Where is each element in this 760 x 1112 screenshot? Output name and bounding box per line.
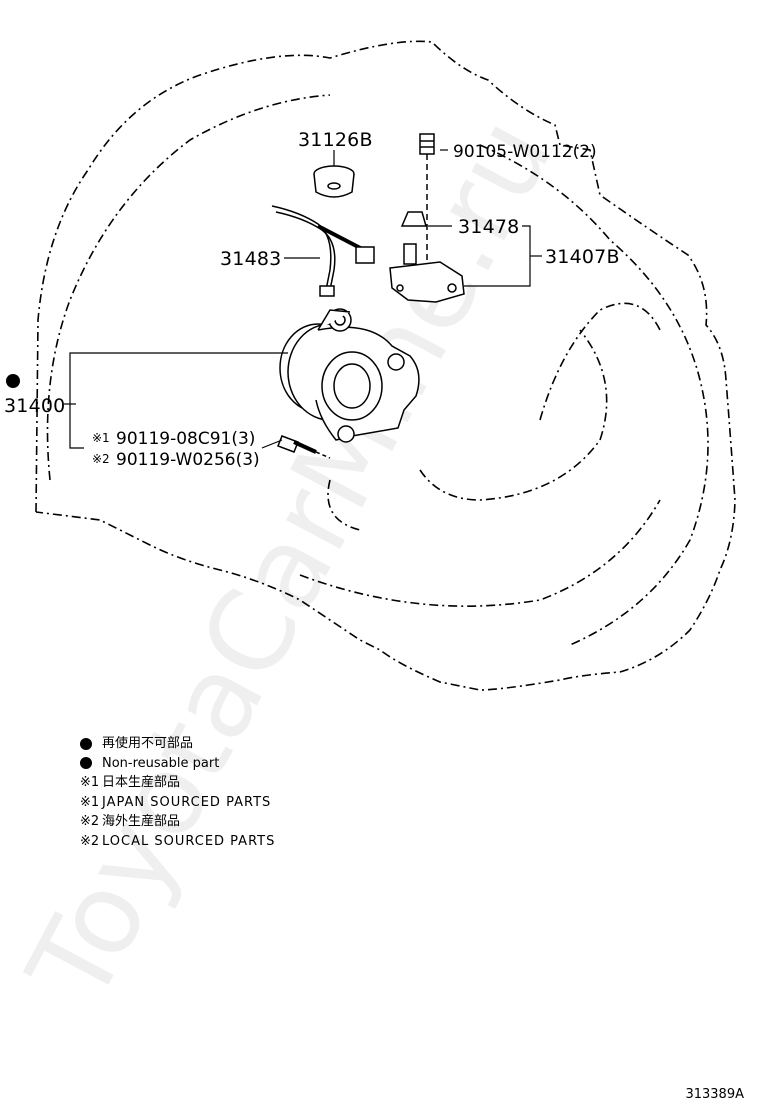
bleeder-cap-31478 <box>400 211 427 227</box>
clutch-hose-31483 <box>271 205 375 297</box>
grommet-31126b <box>313 165 355 198</box>
label-31126b: 31126B <box>298 129 373 151</box>
legend-row: ※2 海外生産部品 <box>80 812 275 832</box>
label-31478: 31478 <box>458 216 519 238</box>
label-31483: 31483 <box>220 248 281 270</box>
legend-row: ※2 LOCAL SOURCED PARTS <box>80 832 275 852</box>
legend-text: Non-reusable part <box>102 755 220 771</box>
legend-symbol: ※1 <box>80 775 100 790</box>
legend-symbol: ※2 <box>80 814 100 829</box>
tube-union-31407b <box>389 243 465 303</box>
label-90119-08c91: 90119-08C91(3) <box>116 429 255 449</box>
legend-symbol: ※1 <box>80 794 100 810</box>
label-90119-w0256: 90119-W0256(3) <box>116 450 260 470</box>
legend-text: 日本生産部品 <box>102 775 181 790</box>
legend-text: JAPAN SOURCED PARTS <box>102 794 272 810</box>
legend: 再使用不可部品 Non-reusable part ※1 日本生産部品 ※1 J… <box>80 734 275 851</box>
legend-row: Non-reusable part <box>80 754 275 774</box>
label-90105: 90105-W0112(2) <box>453 142 597 162</box>
mark-japan-sourced: ※1 <box>92 431 110 445</box>
non-reusable-dot-31400 <box>6 374 20 388</box>
release-cylinder-31400 <box>279 308 420 443</box>
bolt-90105 <box>419 133 435 262</box>
legend-text: 海外生産部品 <box>102 814 181 829</box>
bolt-90119 <box>277 435 331 459</box>
legend-symbol: ※2 <box>80 833 100 849</box>
non-reusable-dot-icon <box>80 757 92 769</box>
legend-row: 再使用不可部品 <box>80 734 275 754</box>
mark-local-sourced: ※2 <box>92 452 110 466</box>
legend-row: ※1 JAPAN SOURCED PARTS <box>80 793 275 813</box>
legend-row: ※1 日本生産部品 <box>80 773 275 793</box>
transmission-housing <box>35 40 736 691</box>
label-31407b: 31407B <box>545 246 620 268</box>
legend-text: LOCAL SOURCED PARTS <box>102 833 276 849</box>
leader-lines <box>64 149 542 449</box>
non-reusable-dot-icon <box>80 737 92 750</box>
reference-code: 313389A <box>685 1087 744 1102</box>
legend-text: 再使用不可部品 <box>102 736 194 751</box>
label-31400: 31400 <box>4 395 65 417</box>
